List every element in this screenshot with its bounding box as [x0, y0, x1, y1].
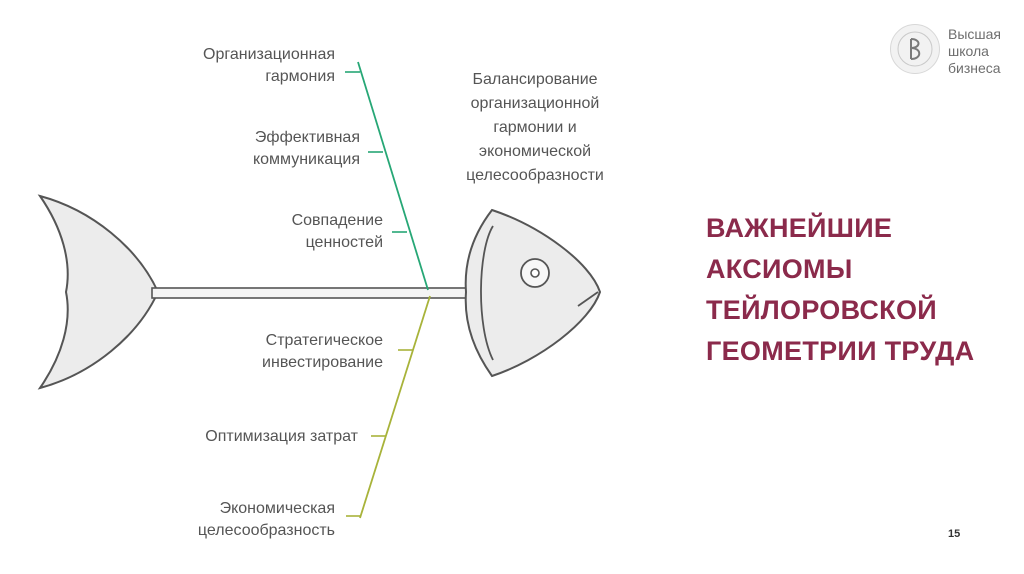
slide-title: ВАЖНЕЙШИЕ АКСИОМЫ ТЕЙЛОРОВСКОЙ ГЕОМЕТРИИ…: [706, 213, 975, 366]
cause-label-strategic-investment: Стратегическое инвестирование: [262, 332, 383, 371]
top-bone: [357, 61, 429, 291]
cause-label-organizational-harmony: Организационная гармония: [203, 46, 335, 85]
cause-label-economic-feasibility: Экономическая целесообразность: [197, 500, 335, 539]
fish-mouth: [577, 291, 599, 307]
cause-label-effective-communication: Эффективная коммуникация: [252, 129, 360, 168]
fish-spine: [151, 287, 471, 299]
fish-tail: [37, 194, 160, 390]
fish-pupil: [530, 268, 540, 278]
bottom-bone: [359, 295, 431, 519]
hse-business-school-logo: Высшая школа бизнеса: [890, 24, 1010, 82]
logo-text: Высшая школа бизнеса: [948, 26, 1001, 76]
cause-label-cost-optimization: Оптимизация затрат: [205, 428, 358, 445]
cause-label-values-alignment: Совпадение ценностей: [291, 212, 383, 251]
fish-gill: [480, 225, 494, 361]
fish-head: [464, 208, 602, 378]
page-number: 15: [948, 528, 961, 540]
effect-label: Балансирование организационной гармонии …: [466, 71, 604, 184]
logo-emblem-icon: [890, 24, 940, 74]
